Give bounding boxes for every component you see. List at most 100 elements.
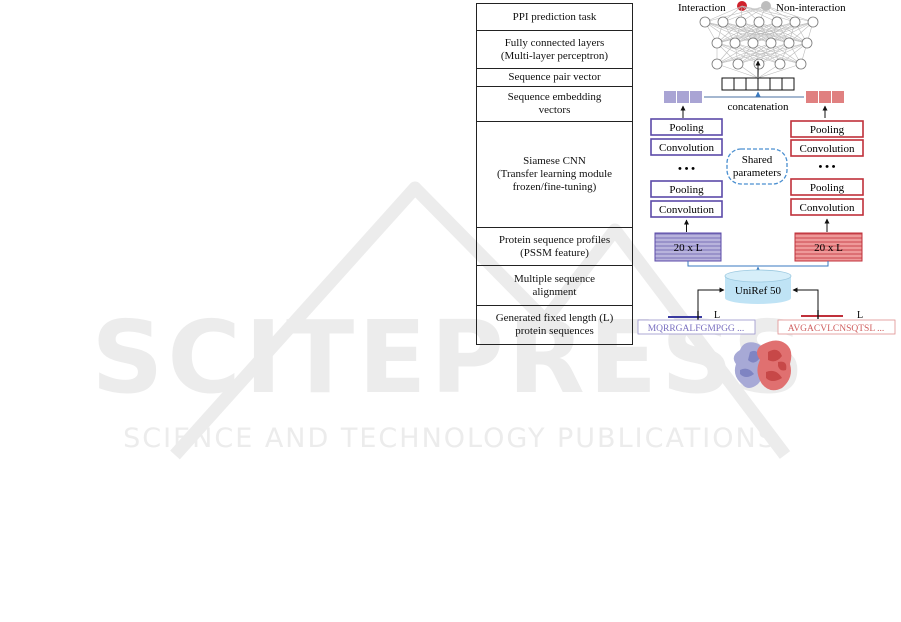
protein-complex-image bbox=[733, 340, 792, 391]
pipeline-layer-stack: PPI prediction task Fully connected laye… bbox=[476, 3, 633, 345]
left-pooling-bottom bbox=[650, 180, 723, 198]
architecture-diagram: Interaction Non-interaction concatenatio… bbox=[637, 1, 896, 391]
right-embedding-vector bbox=[806, 91, 844, 103]
left-pooling-top bbox=[650, 118, 723, 136]
mlp-edge bbox=[779, 42, 808, 65]
left-convolution-top bbox=[650, 138, 723, 156]
mlp-node bbox=[807, 16, 819, 28]
watermark-brand: SCITEPRESS bbox=[91, 299, 808, 416]
shared-parameters-label-line1: Shared bbox=[742, 154, 773, 166]
mlp-edge bbox=[765, 5, 814, 23]
mlp-edge bbox=[716, 63, 759, 79]
mlp-edge bbox=[716, 42, 772, 65]
mlp-edge bbox=[752, 21, 814, 44]
left-cnn-branch: Pooling Convolution • • • Pooling Convol… bbox=[650, 118, 723, 262]
mlp-node bbox=[753, 16, 765, 28]
mlp-edge bbox=[752, 42, 781, 65]
left-pooling-bottom-label: Pooling bbox=[669, 184, 704, 196]
mlp-node bbox=[771, 16, 783, 28]
left-length-label: L bbox=[714, 310, 720, 321]
right-convolution-bottom bbox=[790, 198, 864, 216]
mlp-node bbox=[774, 58, 786, 70]
mlp-edge bbox=[741, 5, 778, 23]
mlp-edge bbox=[704, 5, 767, 23]
right-seq-arrow bbox=[792, 287, 819, 316]
right-matrix-label: 20 x L bbox=[814, 242, 843, 254]
layer-fully-connected: Fully connected layers (Multi-layer perc… bbox=[477, 31, 632, 69]
layer-sequence-pair-vector: Sequence pair vector bbox=[477, 69, 632, 87]
mlp-node bbox=[717, 16, 729, 28]
layer-generated-sequences: Generated fixed length (L) protein seque… bbox=[495, 312, 614, 337]
layer-pssm-profiles: Protein sequence profiles (PSSM feature) bbox=[477, 228, 632, 266]
mlp-node bbox=[795, 58, 807, 70]
layer-siamese-cnn: Siamese CNN (Transfer learning module fr… bbox=[477, 122, 632, 228]
mlp-node bbox=[711, 58, 723, 70]
mlp-edge bbox=[716, 42, 754, 65]
watermark-tagline: SCIENCE AND TECHNOLOGY PUBLICATIONS bbox=[123, 423, 777, 454]
mlp-edge bbox=[722, 5, 767, 23]
uniref50-database: UniRef 50 bbox=[724, 269, 792, 304]
right-pssm-matrix bbox=[794, 232, 863, 262]
shared-parameters-label-line2: parameters bbox=[733, 167, 781, 179]
layer-embedding-vectors: Sequence embedding vectors bbox=[477, 87, 632, 122]
right-length-label: L bbox=[857, 310, 863, 321]
mlp-node bbox=[699, 16, 711, 28]
left-convolution-top-label: Convolution bbox=[659, 142, 715, 154]
right-convolution-bottom-label: Convolution bbox=[799, 202, 855, 214]
right-convolution-top bbox=[790, 139, 864, 157]
legend-interaction-label: Interaction bbox=[678, 2, 726, 14]
mlp-edge bbox=[737, 42, 808, 65]
left-convolution-bottom-label: Convolution bbox=[659, 204, 715, 216]
right-ellipsis: • • • bbox=[818, 161, 835, 173]
mlp-node bbox=[711, 37, 723, 49]
mlp-node bbox=[735, 16, 747, 28]
mlp-edge bbox=[752, 42, 802, 65]
mlp-edge bbox=[704, 5, 743, 23]
layer-ppi-prediction: PPI prediction task bbox=[477, 4, 632, 31]
left-embedding-vector bbox=[664, 91, 702, 103]
mlp-node bbox=[765, 37, 777, 49]
mlp-node bbox=[732, 58, 744, 70]
right-pooling-top-label: Pooling bbox=[810, 124, 845, 136]
mlp-nodes bbox=[699, 16, 819, 70]
shared-parameters-box bbox=[726, 148, 788, 185]
mlp-edge bbox=[734, 21, 814, 44]
mlp-node bbox=[729, 37, 741, 49]
mlp-edge bbox=[734, 42, 781, 65]
mlp-edge bbox=[770, 21, 814, 44]
mlp-edge bbox=[741, 5, 796, 23]
mlp-node bbox=[801, 37, 813, 49]
concatenation-label: concatenation bbox=[727, 101, 789, 113]
left-pooling-top-label: Pooling bbox=[669, 122, 704, 134]
mlp-node bbox=[783, 37, 795, 49]
mlp-edge bbox=[737, 42, 790, 65]
mlp-edge bbox=[716, 21, 778, 44]
right-sequence-box bbox=[777, 319, 896, 335]
mlp-edge bbox=[737, 42, 772, 65]
left-sequence-box bbox=[637, 319, 756, 335]
right-pooling-bottom-label: Pooling bbox=[810, 182, 845, 194]
mlp-edge bbox=[716, 42, 790, 65]
mlp-node bbox=[753, 58, 765, 70]
mlp-edge bbox=[758, 42, 808, 65]
sequence-pair-vector bbox=[721, 77, 795, 91]
left-ellipsis: • • • bbox=[678, 163, 695, 175]
right-pooling-top bbox=[790, 120, 864, 138]
mlp-edge bbox=[716, 42, 760, 65]
layer-msa: Multiple sequence alignment bbox=[477, 266, 632, 306]
mlp-edge bbox=[757, 63, 802, 79]
matrix-connector bbox=[687, 261, 829, 267]
right-pooling-bottom bbox=[790, 178, 864, 196]
right-cnn-branch: Pooling Convolution • • • Pooling Convol… bbox=[790, 120, 864, 262]
left-sequence: MQRRGALFGMPGG ... bbox=[648, 324, 745, 334]
mlp-edge bbox=[716, 21, 760, 44]
right-sequence: AVGACVLCNSQTSL ... bbox=[788, 324, 885, 334]
mlp-edge bbox=[716, 21, 796, 44]
mlp-edge bbox=[734, 42, 802, 65]
legend-non-interaction-label: Non-interaction bbox=[776, 2, 846, 14]
mlp-edge bbox=[741, 5, 814, 23]
mlp-edge bbox=[716, 42, 781, 65]
left-matrix-label: 20 x L bbox=[674, 242, 703, 254]
mlp-node bbox=[747, 37, 759, 49]
